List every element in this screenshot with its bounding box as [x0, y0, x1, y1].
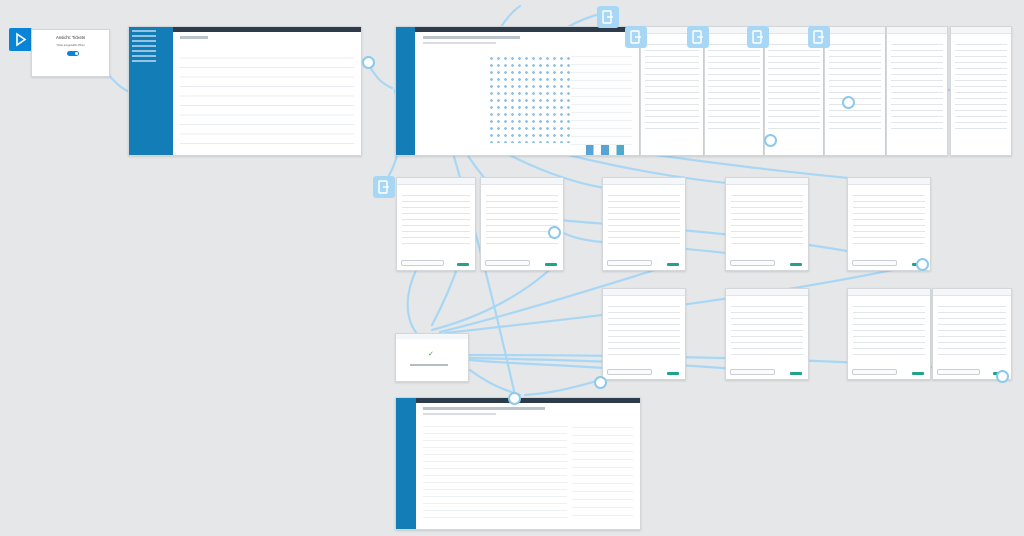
- screen-link-icon[interactable]: [597, 6, 619, 28]
- tooltip-title: Ansicht: Tickets: [55, 35, 86, 40]
- success-dialog[interactable]: ✓: [395, 333, 469, 382]
- screen-link-icon[interactable]: [687, 26, 709, 48]
- edit-dialog[interactable]: [602, 288, 686, 380]
- screen-sidebar: [129, 27, 174, 155]
- edit-dialog[interactable]: [932, 288, 1012, 380]
- summary-panel: [570, 49, 632, 149]
- link-anchor[interactable]: [508, 392, 521, 405]
- screen-ticket-detail[interactable]: [395, 397, 641, 530]
- screen-link-icon[interactable]: [747, 26, 769, 48]
- screen-sidebar: [396, 398, 416, 529]
- toggle-knob: [75, 52, 78, 55]
- screen-link-icon[interactable]: [625, 26, 647, 48]
- connector: [523, 378, 602, 397]
- screen-link-icon[interactable]: [808, 26, 830, 48]
- screen-sidebar: [396, 27, 416, 155]
- link-anchor[interactable]: [764, 134, 777, 147]
- screen-tickets-list[interactable]: [128, 26, 362, 156]
- success-message: [410, 364, 448, 366]
- screen-heading: [422, 36, 520, 39]
- tooltip-subtitle: Ticket ausgewählt öffnen: [56, 44, 85, 47]
- screen-subheading: [422, 42, 496, 44]
- edit-dialog[interactable]: [602, 177, 686, 271]
- screen-dashboard[interactable]: [395, 26, 640, 156]
- edit-dialog[interactable]: [396, 177, 476, 271]
- screen-subheading: [422, 413, 497, 415]
- detail-panel[interactable]: [950, 26, 1012, 156]
- screen-heading: [422, 407, 545, 410]
- link-anchor[interactable]: [548, 226, 561, 239]
- screen-heading: [180, 36, 208, 39]
- link-anchor[interactable]: [996, 370, 1009, 383]
- detail-sidebar: [571, 420, 633, 523]
- check-icon: ✓: [428, 351, 434, 358]
- screen-link-icon[interactable]: [373, 176, 395, 198]
- link-anchor[interactable]: [594, 376, 607, 389]
- edit-dialog[interactable]: [847, 177, 931, 271]
- play-icon: [16, 32, 27, 47]
- edit-dialog[interactable]: [480, 177, 564, 271]
- flow-tooltip-card: Ansicht: Tickets Ticket ausgewählt öffne…: [31, 29, 110, 77]
- link-anchor[interactable]: [842, 96, 855, 109]
- detail-content: [422, 420, 567, 523]
- link-anchor[interactable]: [362, 56, 375, 69]
- link-anchor[interactable]: [916, 258, 929, 271]
- screen-topbar: [396, 27, 639, 32]
- detail-panel[interactable]: [824, 26, 886, 156]
- detail-panel[interactable]: [886, 26, 948, 156]
- mini-bar-chart: [585, 145, 625, 155]
- edit-dialog[interactable]: [847, 288, 931, 380]
- ticket-table: [180, 49, 355, 149]
- tooltip-toggle[interactable]: [67, 51, 79, 56]
- edit-dialog[interactable]: [725, 288, 809, 380]
- edit-dialog[interactable]: [725, 177, 809, 271]
- flow-start-button[interactable]: [9, 28, 32, 51]
- screen-topbar: [129, 27, 361, 32]
